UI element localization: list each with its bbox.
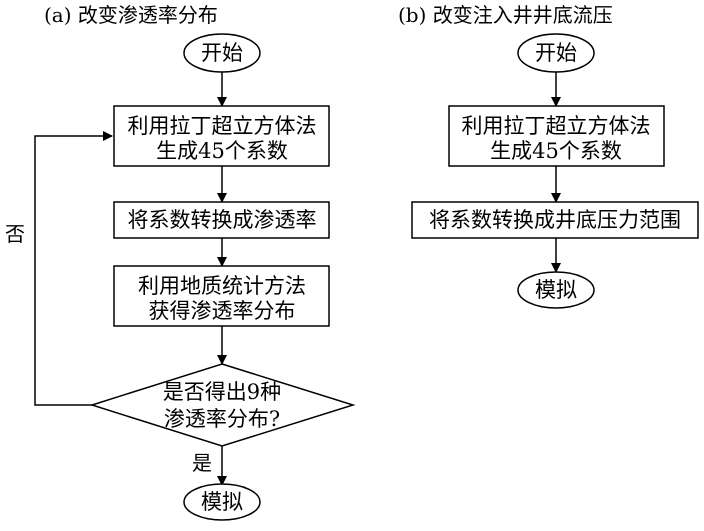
panel-a-start-label: 开始	[201, 41, 243, 65]
panel-b: (b) 改变注入井井底流压 开始 利用拉丁超立方体法 生成45个系数 将系数转换…	[398, 3, 699, 309]
panel-a-decision-line2: 渗透率分布?	[164, 407, 280, 431]
panel-b-step1-line1: 利用拉丁超立方体法	[462, 114, 651, 138]
panel-a-step1-node: 利用拉丁超立方体法 生成45个系数	[113, 105, 330, 167]
panel-b-step2-node: 将系数转换成井底压力范围	[411, 201, 699, 239]
panel-a: (a) 改变渗透率分布 开始 利用拉丁超立方体法 生成45个系数 将系数转换成渗…	[5, 3, 356, 521]
panel-a-arrow-no-loop	[34, 131, 113, 406]
panel-a-title: (a) 改变渗透率分布	[44, 3, 218, 27]
panel-b-start-label: 开始	[535, 41, 577, 65]
panel-a-decision-node: 是否得出9种 渗透率分布?	[89, 363, 356, 447]
panel-a-step1-line2: 生成45个系数	[156, 139, 288, 163]
panel-a-step1-line1: 利用拉丁超立方体法	[128, 114, 317, 138]
panel-a-step2-label: 将系数转换成渗透率	[128, 208, 317, 232]
panel-a-decision-line1: 是否得出9种	[163, 380, 281, 404]
panel-b-step1-line2: 生成45个系数	[490, 139, 622, 163]
panel-b-step2-label: 将系数转换成井底压力范围	[429, 208, 681, 232]
panel-a-no-label: 否	[5, 222, 25, 246]
panel-a-step3-line1: 利用地质统计方法	[138, 274, 306, 298]
panel-a-end-label: 模拟	[201, 490, 243, 514]
panel-b-end-label: 模拟	[535, 278, 577, 302]
panel-a-step3-node: 利用地质统计方法 获得渗透率分布	[113, 265, 330, 327]
panel-b-step1-node: 利用拉丁超立方体法 生成45个系数	[448, 105, 665, 167]
panel-a-step3-line2: 获得渗透率分布	[149, 299, 296, 323]
panel-a-start-node: 开始	[183, 33, 261, 73]
panel-b-end-node: 模拟	[517, 271, 595, 309]
panel-a-yes-label: 是	[192, 451, 212, 475]
panel-b-title: (b) 改变注入井井底流压	[398, 3, 613, 27]
panel-b-start-node: 开始	[517, 33, 595, 73]
panel-a-end-node: 模拟	[183, 483, 261, 521]
panel-a-step2-node: 将系数转换成渗透率	[113, 201, 330, 239]
